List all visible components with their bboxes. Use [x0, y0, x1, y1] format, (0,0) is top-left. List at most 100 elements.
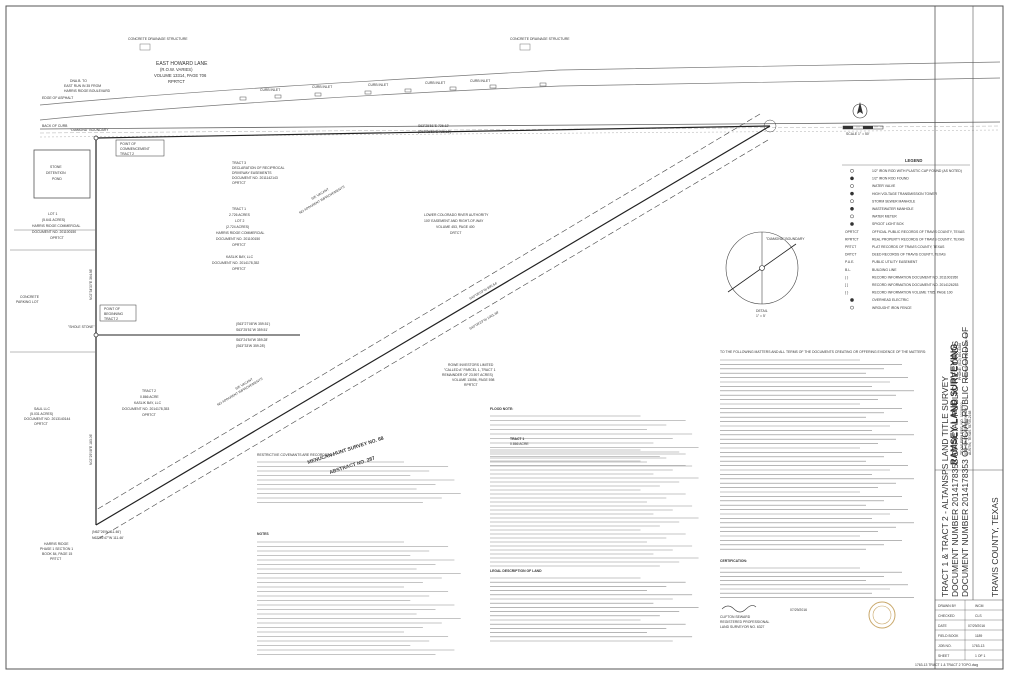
easement-note-4: DOCUMENT NO. 2011142143: [232, 176, 278, 180]
pond-label-3: POND: [52, 177, 62, 181]
tract1-sub: 0.866 ACRE: [510, 442, 529, 446]
legend-item: WATER METER: [872, 215, 897, 219]
checked-value: CLS: [975, 614, 982, 618]
rowe-line4: VOLUME 13056, PAGE 598: [452, 378, 494, 382]
curb-inlets: [239, 82, 547, 101]
title-line2: DOCUMENT NUMBER 2014178352 OFFICIAL PUBL…: [950, 341, 960, 597]
diag-bearing-lower: S40°08'23"W 1061.68': [468, 310, 499, 331]
lot1-label: LOT 1 (5.641 ACRES) HARRIS RIDGE COMMERC…: [32, 212, 81, 240]
vacant1-line2: NO APPARENT IMPROVEMENTS: [298, 184, 346, 214]
tract1-line7: OPRTCT: [232, 243, 246, 247]
easement-note-5: OPRTCT: [232, 181, 246, 185]
legend-symbol-icon: [850, 206, 854, 211]
legend-symbol-icon: [850, 199, 854, 204]
curb-inlet-label: CURB INLET: [260, 88, 280, 92]
parking-label-1: CONCRETE: [20, 295, 40, 299]
curb-inlet-label: CURB INLET: [312, 85, 332, 89]
legend-item: BUILDING LINE: [872, 268, 897, 272]
saul-line1: SAUL LLC: [34, 407, 50, 411]
mid-bearing-1: (S63°27'08"W 359.51'): [236, 322, 270, 326]
pond-label-2: DETENTION: [46, 171, 66, 175]
south-bearing-1: (N62°26'W 111.46'): [92, 530, 121, 534]
legend-item: PLAT RECORDS OF TRAVIS COUNTY, TEXAS: [872, 245, 945, 249]
legend-items: 1/2" IRON ROD WITH PLASTIC CAP FOUND (AS…: [845, 168, 965, 310]
lot1-line5: OPRTCT: [50, 236, 64, 240]
back-of-curb-label: BACK OF CURB: [42, 124, 68, 128]
firm-line2: TEXAS FIRM REG. NO. 10036800: [960, 402, 964, 455]
notes-heading: NOTES: [257, 532, 269, 536]
harris-line3: BOOK 84, PAGE 15: [42, 552, 72, 556]
legend-symbol-icon: [850, 191, 854, 196]
title-line1: TRACT 1 & TRACT 2 - ALTA/NSPS LAND TITLE…: [940, 376, 950, 597]
surveyor-seal-icon: [868, 601, 896, 629]
lcra-line1: LOWER COLORADO RIVER AUTHORITY: [424, 213, 489, 217]
drainage-structure-icon: [519, 43, 531, 51]
curb-inlet-label: CURB INLET: [470, 79, 490, 83]
firm-line3: 8716 SOUTHWEST PARKWAY: [964, 407, 968, 455]
north-bearing: S63°25'51"E 726.12': [418, 124, 449, 128]
legend-item: 1/2" IRON ROD FOUND: [872, 177, 909, 181]
curb-inlet-label: CURB INLET: [425, 81, 445, 85]
legend-item: SPIGOT LIGHT BOX: [872, 222, 904, 226]
surveyor-date: 07/29/2016: [790, 608, 807, 612]
saul-label: SAUL LLC (5.031 ACRES) DOCUMENT NO. 2013…: [24, 407, 70, 426]
saul-line4: OPRTCT: [34, 422, 48, 426]
tract1-desc: TRACT 1: [510, 437, 524, 441]
job-value: 1763-13: [972, 644, 985, 648]
field-label: FIELD BOOK: [938, 634, 959, 638]
surveyor-signature: [721, 605, 757, 613]
flood-heading: FLOOD NOTE:: [490, 407, 513, 411]
legend-code: P.U.E.: [845, 260, 854, 264]
legend-code: PRTCT: [845, 245, 856, 249]
legend-item: 1/2" IRON ROD WITH PLASTIC CAP FOUND (AS…: [872, 169, 962, 173]
diag-bearing-upper: S40°05'03"W 985.54': [468, 281, 498, 301]
beginning-label-2: BEGINNING: [104, 312, 123, 316]
survey-label-2: ABSTRACT NO. 287: [329, 455, 376, 475]
south-bearing-2: N62°26'47"W 111.46': [92, 536, 124, 540]
surveyor-line2: REGISTERED PROFESSIONAL: [720, 620, 769, 624]
legend-symbol-icon: [850, 222, 854, 226]
commencement-label-3: TRACT 2: [120, 152, 134, 156]
date-label: DATE: [938, 624, 948, 628]
tract2-line5: OPRTCT: [142, 413, 156, 417]
legal-heading: LEGAL DESCRIPTION OF LAND: [490, 569, 542, 573]
scale-bar-segment: [843, 126, 853, 129]
legend-symbol-icon: [850, 214, 854, 219]
legend-item: REAL PROPERTY RECORDS OF TRAVIS COUNTY, …: [872, 237, 965, 241]
restrictive-heading: RESTRICTIVE COVENANTS ARE RECORDED IN:: [257, 453, 335, 457]
beginning-point-icon: [93, 332, 99, 338]
beginning-marker: "SHOLE STONE": [68, 325, 95, 329]
north-boundary-line: [95, 125, 771, 139]
tract1-line1: TRACT 1: [232, 207, 246, 211]
legend-code: { }: [845, 291, 849, 295]
tract2-line1: TRACT 2: [142, 389, 156, 393]
lot1-line1: LOT 1: [48, 212, 57, 216]
schedule-heading: TO THE FOLLOWING MATTERS AND ALL TERMS O…: [720, 350, 926, 354]
sheet-border: [5, 5, 1004, 670]
lot1-line4: DOCUMENT NO. 201100150: [32, 230, 76, 234]
pond-label-1: STONE: [50, 165, 62, 169]
legend-symbol-icon: [850, 305, 854, 310]
harris-line2: PHASE 1 SECTION 1: [40, 547, 73, 551]
tract1-line2: 2.726 ACRES: [229, 213, 251, 217]
legend-item: OVERHEAD ELECTRIC: [872, 298, 909, 302]
notes-text-block: [257, 359, 914, 655]
to-ih35-3: HARRIS RIDGE BOULEVARD: [64, 89, 111, 93]
tract2-line4: DOCUMENT NO. 2014178,353: [122, 407, 169, 411]
title-block: [934, 6, 1003, 669]
lcra-line2: 100' EASEMENT AND RIGHT-OF-WAY: [424, 219, 484, 223]
parking-label-2: PARKING LOT: [16, 300, 39, 304]
rowe-line1: ROWE INVESTORS LIMITED: [448, 363, 494, 367]
title-line3: DOCUMENT NUMBER 2014178353 OFFICIAL PUBL…: [960, 327, 970, 597]
drainage-structure-2: CONCRETE DRAINAGE STRUCTURE: [510, 37, 570, 41]
road-rprtct: RPRTCT: [168, 79, 185, 84]
harris-ridge-label: HARRIS RIDGE PHASE 1 SECTION 1 BOOK 84, …: [40, 542, 73, 561]
mid-bearing-2: S63°25'51"W 359.51': [236, 328, 268, 332]
firm-name: RAMSEY LAND SURVEYING: [949, 344, 959, 465]
drainage-structure-icon: [139, 43, 151, 51]
field-value: 1189: [975, 634, 982, 638]
commencement-label-2: COMMENCEMENT: [120, 147, 150, 151]
vacant2-line2: NO APPARENT IMPROVEMENTS: [216, 376, 264, 406]
legend-item: DEED RECORDS OF TRAVIS COUNTY, TEXAS: [872, 253, 946, 257]
